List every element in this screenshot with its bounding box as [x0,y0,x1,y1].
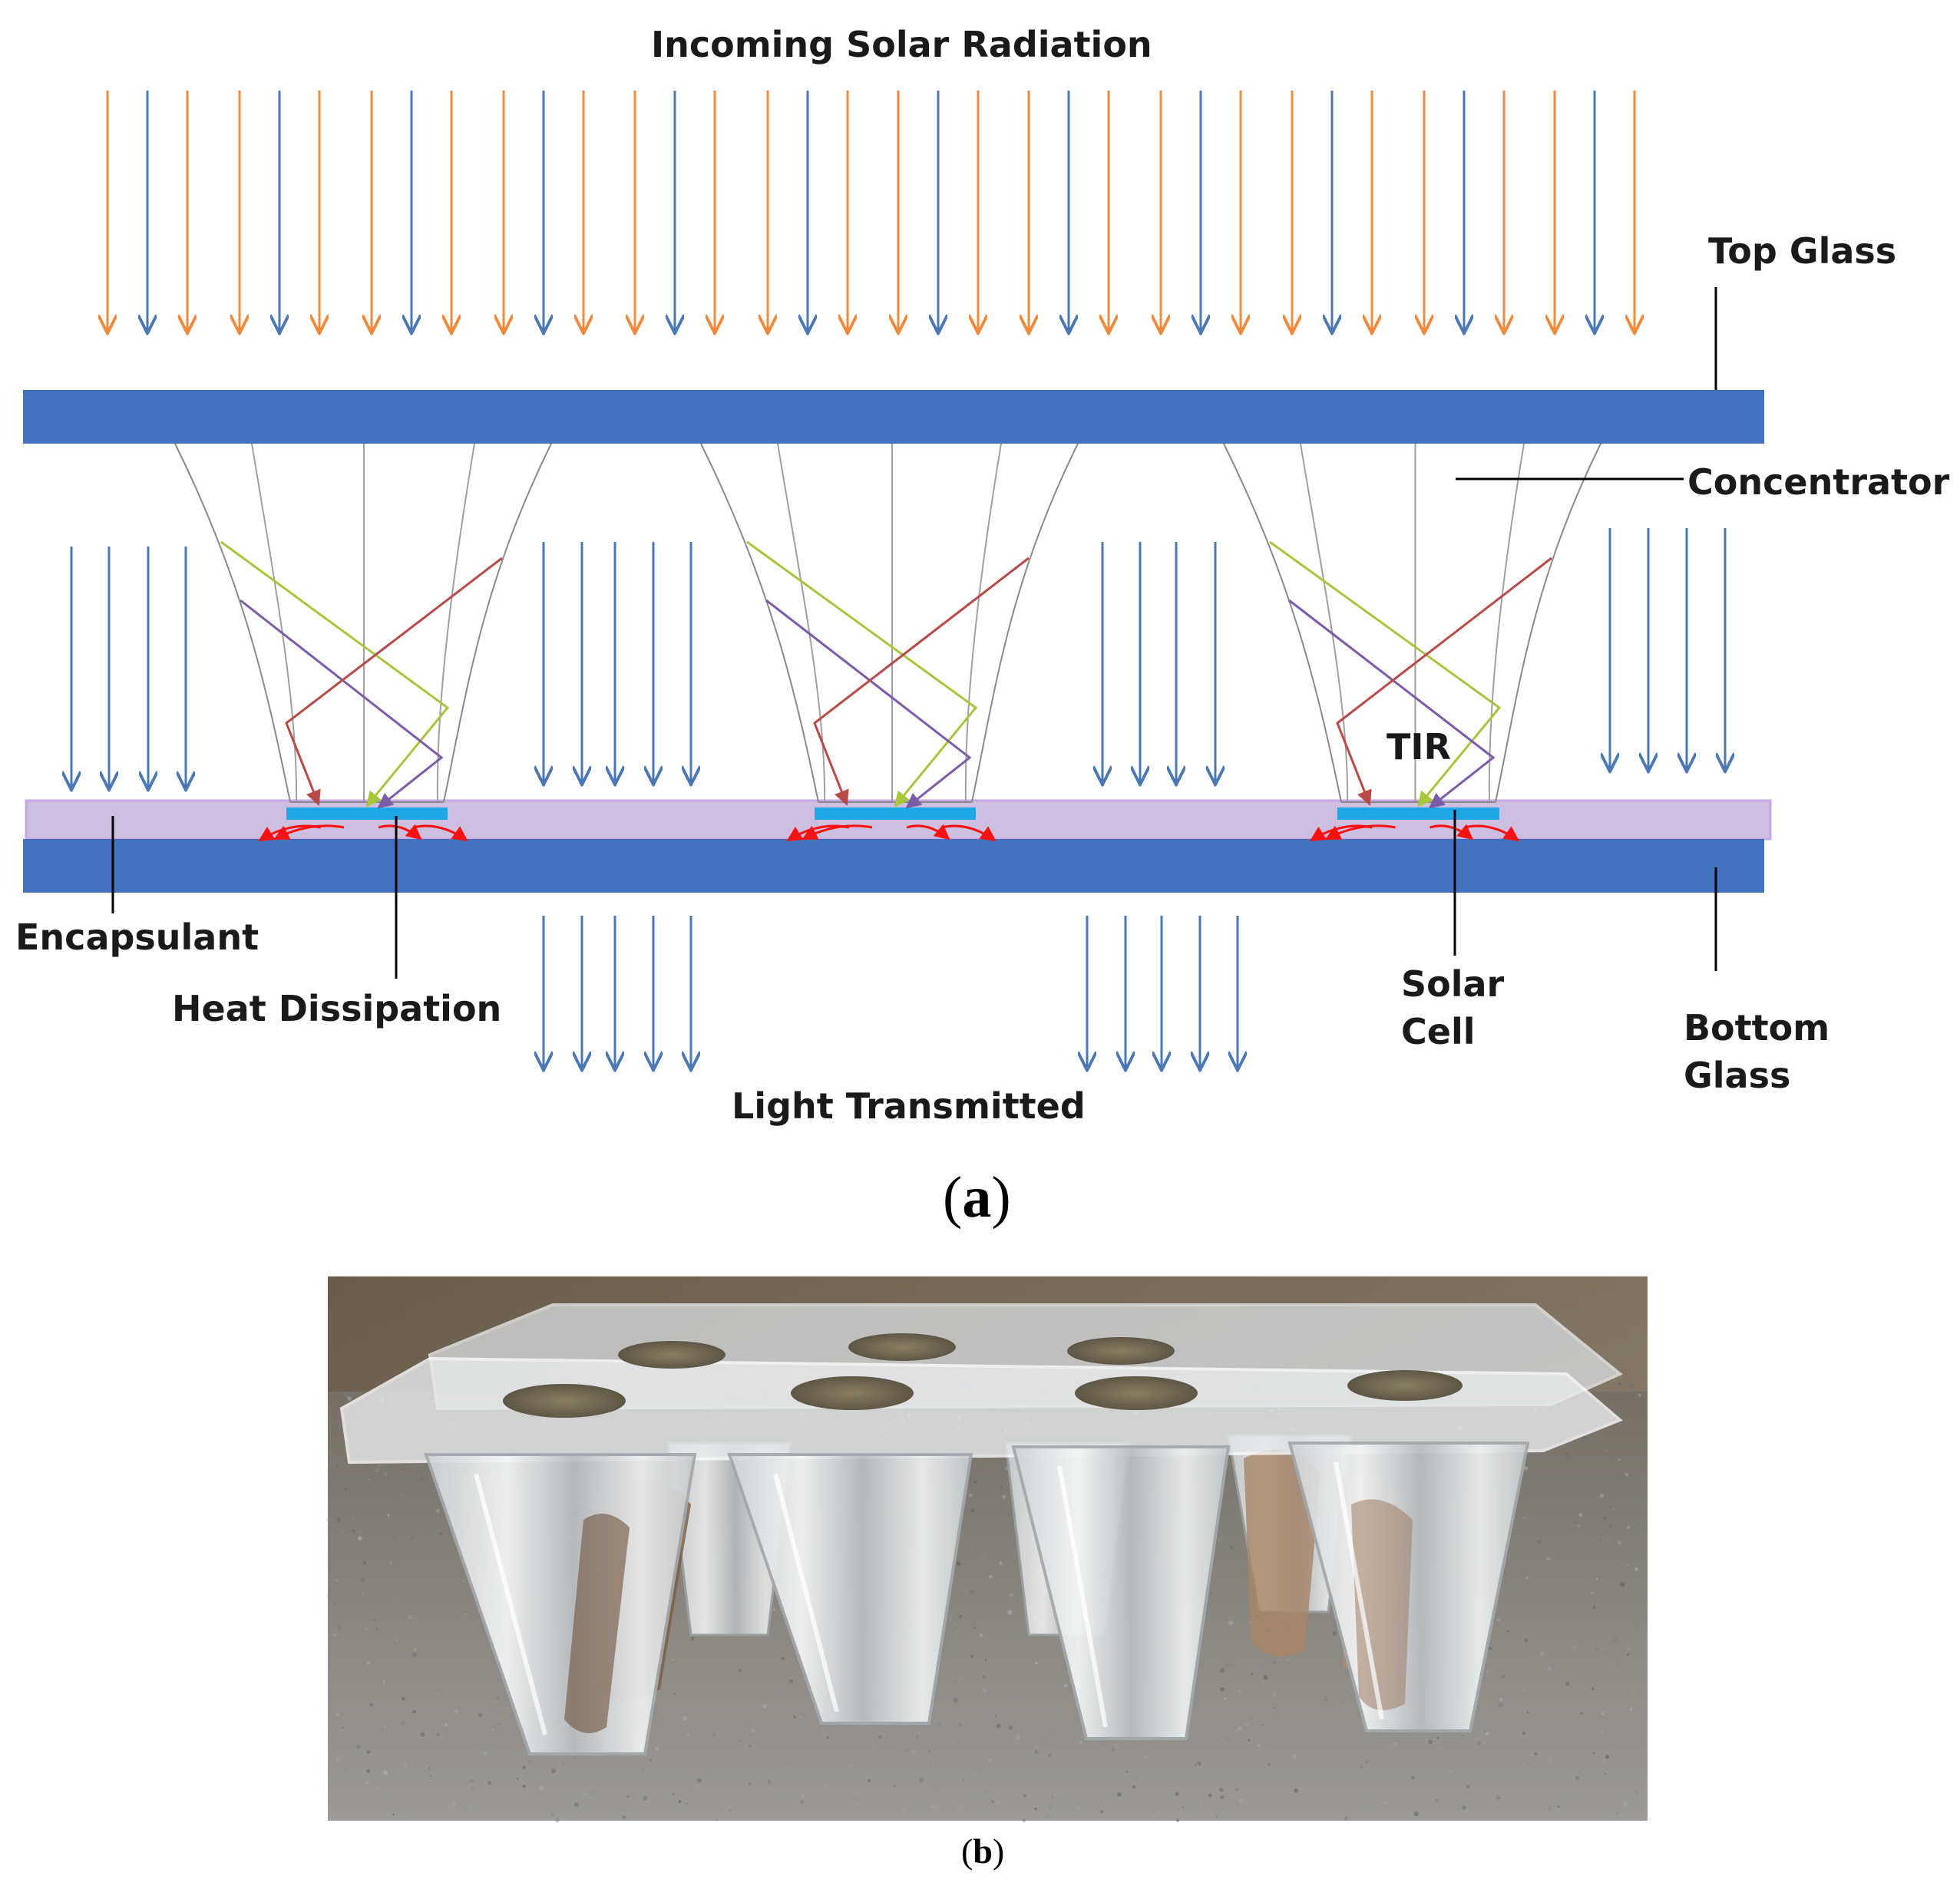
incoming-radiation-label: Incoming Solar Radiation [651,24,1152,65]
tir-ray-purple [765,599,972,809]
heat-dissipation-arrow [412,824,468,842]
solar-cell [1337,807,1499,820]
heat-dissipation-arrow [1430,824,1474,840]
tir-ray-red [1336,556,1552,806]
concentrator-unit [1223,443,1601,842]
heat-dissipation-arrow [786,824,850,842]
concentrator-wall [971,443,1079,803]
tir-ray-green [1269,540,1502,807]
tir-ray-purple [1288,599,1496,809]
tir-ray-green [746,540,978,807]
concentrator-array-photo [327,1276,1648,1823]
light-transmitted-label: Light Transmitted [732,1085,1086,1127]
heat-dissipation-arrow [1464,824,1520,842]
caption-a: (a) [943,1165,1011,1230]
heat-dissipation-arrow [1324,824,1396,840]
transmitted-ray-arrows [71,528,1725,1068]
concentrator-wall [777,443,826,803]
concentrator-wall [436,443,475,803]
concentrator-wall [1495,443,1601,803]
concentrator-units [174,443,1601,842]
bottom-glass-label-line1: Bottom [1684,1007,1830,1049]
concentrator-unit [700,443,1079,842]
heat-dissipation-arrow [1309,824,1373,842]
bottom-glass-label-line2: Glass [1684,1055,1791,1096]
encapsulant-label: Encapsulant [15,916,259,958]
heat-dissipation-label: Heat Dissipation [172,988,502,1029]
heat-dissipation-arrow [906,824,950,840]
heat-dissipation-arrow [378,824,422,840]
solar-cell-label-line1: Solar [1401,963,1505,1005]
bottom-glass-layer [23,839,1764,893]
top-glass-layer [23,390,1764,444]
solar-cell [815,807,976,820]
concentrator-unit [174,443,552,842]
concentrator-wall [1223,443,1342,803]
heat-dissipation-arrow [258,824,322,842]
tir-ray-red [813,556,1030,806]
tir-label: TIR [1387,726,1451,768]
solar-cell-label-line2: Cell [1401,1011,1476,1052]
concentrator-wall [700,443,819,803]
tir-ray-green [220,540,450,807]
incoming-ray-arrows [107,91,1634,332]
caption-b: (b) [961,1831,1005,1871]
tir-ray-purple [240,599,444,809]
concentrator-wall [174,443,291,803]
top-glass-label: Top Glass [1708,230,1897,272]
tir-ray-red [285,556,503,806]
heat-dissipation-arrow [802,824,873,840]
concentrator-wall [443,443,552,803]
concentrator-wall [1300,443,1349,803]
heat-dissipation-arrow [940,824,997,842]
caption-a-letter: a [962,1165,992,1230]
solar-cell [286,807,448,820]
leader-lines [111,287,1717,979]
heat-dissipation-arrow [273,824,345,840]
concentrator-label: Concentrator [1687,461,1950,503]
concentrator-wall [251,443,298,803]
caption-b-letter: b [973,1831,993,1871]
